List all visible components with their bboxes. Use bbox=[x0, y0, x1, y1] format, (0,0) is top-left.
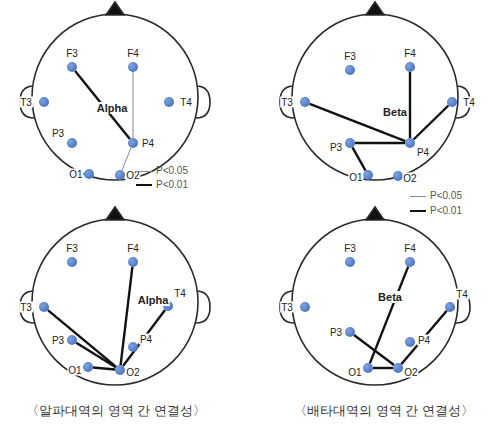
head-top-right bbox=[280, 2, 470, 180]
connectivity-line bbox=[93, 367, 115, 369]
caption: 〈알파대역의 영역 간 연결성〉 bbox=[26, 403, 205, 420]
electrode-dot: P4 bbox=[405, 337, 415, 347]
legend-text: P<0.01 bbox=[430, 205, 462, 217]
electrode-dot: T4 bbox=[447, 97, 457, 107]
connectivity-line bbox=[352, 147, 365, 170]
electrode-dot: P3 bbox=[67, 138, 77, 148]
electrode-label: T4 bbox=[455, 289, 469, 300]
electrode-dot: F4 bbox=[405, 257, 415, 267]
legend-sample bbox=[136, 171, 152, 172]
electrode-label: P4 bbox=[417, 335, 431, 346]
connectivity-line bbox=[354, 335, 394, 365]
electrode-label: F3 bbox=[65, 243, 79, 254]
electrode-label: O2 bbox=[402, 173, 417, 184]
electrode-label: T4 bbox=[179, 97, 193, 108]
electrode-dot: T3 bbox=[39, 302, 49, 312]
legend-text: P<0.05 bbox=[156, 165, 188, 177]
legend-sample bbox=[136, 184, 152, 186]
electrode-label: O1 bbox=[347, 367, 362, 378]
electrode-dot: T4 bbox=[164, 97, 174, 107]
connectivity-line bbox=[401, 311, 447, 364]
band-label: Beta bbox=[377, 291, 403, 303]
electrode-label: O1 bbox=[348, 172, 363, 183]
electrode-label: T3 bbox=[19, 97, 33, 108]
electrode-label: O1 bbox=[68, 169, 83, 180]
electrode-label: O1 bbox=[67, 365, 82, 376]
electrode-label: T3 bbox=[280, 97, 294, 108]
connectivity-line bbox=[355, 143, 405, 144]
electrode-label: T3 bbox=[19, 302, 33, 313]
connectivity-line bbox=[373, 368, 393, 369]
electrode-dot: O2 bbox=[393, 363, 403, 373]
legend-text: P<0.05 bbox=[430, 190, 462, 202]
electrode-label: F3 bbox=[65, 48, 79, 59]
electrode-dot: O1 bbox=[363, 363, 373, 373]
connectivity-line bbox=[123, 310, 165, 366]
electrode-dot: F3 bbox=[345, 65, 355, 75]
electrode-label: P3 bbox=[51, 128, 65, 139]
electrode-label: F4 bbox=[403, 48, 417, 59]
electrode-label: T4 bbox=[173, 288, 187, 299]
electrode-dot: P3 bbox=[345, 327, 355, 337]
electrode-label: P3 bbox=[51, 335, 65, 346]
electrode-label: F3 bbox=[343, 243, 357, 254]
electrode-label: P4 bbox=[141, 138, 155, 149]
electrode-label: T3 bbox=[280, 302, 294, 313]
electrode-dot: P4 bbox=[405, 138, 415, 148]
electrode-dot: O1 bbox=[83, 362, 93, 372]
electrode-label: F3 bbox=[343, 51, 357, 62]
legend-text: P<0.01 bbox=[156, 179, 188, 191]
electrode-label: P4 bbox=[139, 334, 153, 345]
electrode-label: F4 bbox=[126, 243, 140, 254]
electrode-dot: F3 bbox=[345, 257, 355, 267]
electrode-dot: O1 bbox=[363, 170, 373, 180]
electrode-label: P3 bbox=[329, 142, 343, 153]
electrode-dot: O2 bbox=[393, 171, 403, 181]
electrode-dot: O2 bbox=[115, 170, 125, 180]
connectivity-line bbox=[75, 71, 130, 139]
electrode-label: O2 bbox=[403, 367, 418, 378]
head-bottom-right bbox=[280, 207, 470, 385]
band-label: Alpha bbox=[137, 294, 170, 306]
legend-sample bbox=[410, 210, 426, 212]
head-top-left bbox=[20, 2, 210, 180]
connectivity-line bbox=[370, 267, 408, 364]
connectivity-line bbox=[133, 72, 134, 138]
electrode-dot: T3 bbox=[39, 97, 49, 107]
connectivity-line bbox=[414, 105, 449, 139]
band-label: Alpha bbox=[96, 102, 129, 114]
electrode-dot: F3 bbox=[67, 62, 77, 72]
electrode-dot: P3 bbox=[345, 138, 355, 148]
electrode-dot: O1 bbox=[84, 169, 94, 179]
electrode-dot: F4 bbox=[405, 62, 415, 72]
connectivity-line bbox=[410, 72, 411, 138]
electrode-dot: T3 bbox=[300, 302, 310, 312]
electrode-label: T4 bbox=[462, 97, 476, 108]
band-label: Beta bbox=[382, 106, 408, 118]
electrode-label: F4 bbox=[126, 48, 140, 59]
electrode-dot: T4 bbox=[445, 302, 455, 312]
electrode-dot: P4 bbox=[128, 138, 138, 148]
electrode-dot: F4 bbox=[128, 62, 138, 72]
electrode-label: F4 bbox=[403, 243, 417, 254]
caption: 〈배타대역의 영역 간 연결성〉 bbox=[294, 403, 473, 420]
connectivity-line bbox=[48, 310, 116, 367]
electrode-dot: O2 bbox=[115, 365, 125, 375]
connectivity-line bbox=[122, 148, 131, 171]
electrode-dot: F3 bbox=[67, 257, 77, 267]
electrode-dot: T3 bbox=[300, 97, 310, 107]
electrode-label: P3 bbox=[329, 327, 343, 338]
electrode-dot: F4 bbox=[128, 257, 138, 267]
electrode-label: O2 bbox=[125, 367, 140, 378]
legend-sample bbox=[410, 196, 426, 197]
head-bottom-left bbox=[20, 207, 210, 385]
electrode-dot: P3 bbox=[67, 335, 77, 345]
electrode-label: P4 bbox=[416, 147, 430, 158]
electrode-dot: P4 bbox=[128, 342, 138, 352]
